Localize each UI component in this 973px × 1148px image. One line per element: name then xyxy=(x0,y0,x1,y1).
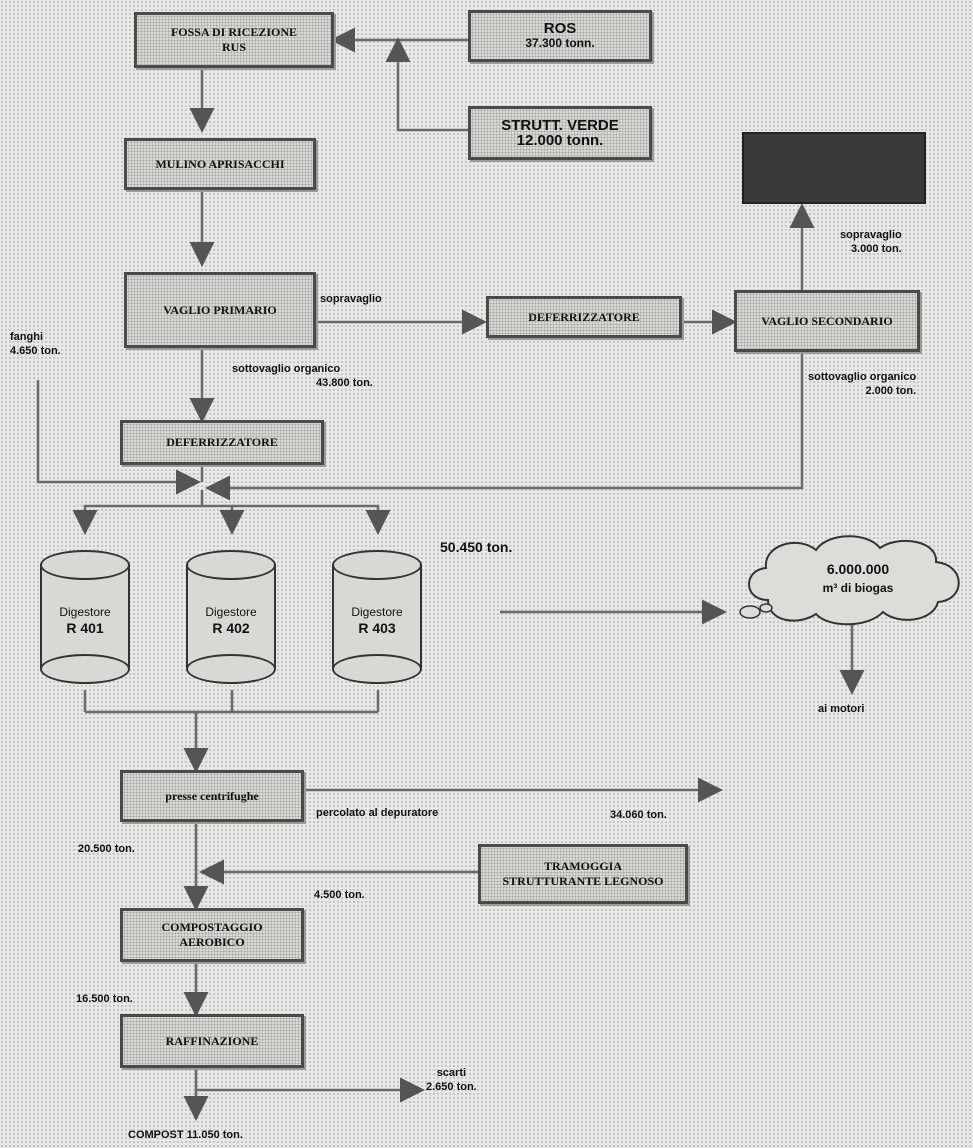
sottovaglio-prim-line-1: sottovaglio organico xyxy=(232,363,341,375)
biogas-unit: m³ di biogas xyxy=(822,581,894,595)
presse-centrifughe-box: presse centrifughe xyxy=(120,770,304,822)
deferr-left-label: DEFERRIZZATORE xyxy=(166,435,278,449)
sopravaglio-secondario-label: sopravaglio 3.000 ton. xyxy=(840,228,902,256)
digestore-id: R 402 xyxy=(212,620,250,636)
compostaggio-line-2: AEROBICO xyxy=(179,935,245,949)
sopravaglio-primario-label: sopravaglio xyxy=(320,293,382,305)
fossa-line-2: RUS xyxy=(221,40,246,54)
biogas-qty: 6.000.000 xyxy=(826,561,890,577)
vaglio-secondario-box: VAGLIO SECONDARIO xyxy=(734,290,920,352)
raffinazione-label: RAFFINAZIONE xyxy=(165,1033,259,1048)
digestore-id: R 401 xyxy=(66,620,104,636)
tramoggia-line-2: STRUTTURANTE LEGNOSO xyxy=(502,874,664,888)
fossa-ricezione-box: FOSSA DI RICEZIONE RUS xyxy=(134,12,334,68)
sottovaglio-prim-line-2: 43.800 ton. xyxy=(316,377,373,389)
motori-label: ai motori xyxy=(818,703,865,715)
vaglio-primario-label: VAGLIO PRIMARIO xyxy=(163,302,277,317)
deferrizzatore-top-box: DEFERRIZZATORE xyxy=(486,296,682,338)
sottovaglio-secondario-label: sottovaglio organico 2.000 ton. xyxy=(808,370,916,398)
sottovaglio-primario-label: sottovaglio organico 43.800 ton. xyxy=(232,362,373,390)
scarti-line-1: scarti xyxy=(436,1067,467,1079)
mulino-box: MULINO APRISACCHI xyxy=(124,138,316,190)
sopravaglio-sec-line-1: sopravaglio xyxy=(840,229,902,241)
digestori-total-label: 50.450 ton. xyxy=(440,539,513,555)
digestore-name: Digestore xyxy=(205,605,257,619)
deferrizzatore-left-box: DEFERRIZZATORE xyxy=(120,420,324,465)
strutt-verde-box: STRUTT. VERDE 12.000 tonn. xyxy=(468,106,652,160)
rsu-line-1: ROS xyxy=(543,20,577,37)
digestore-r401: Digestore R 401 xyxy=(40,550,130,684)
sottovaglio-sec-line-1: sottovaglio organico xyxy=(808,371,917,383)
after-presse-label: 20.500 ton. xyxy=(78,843,135,855)
scarti-label: scarti 2.650 ton. xyxy=(426,1066,477,1094)
percolato-qty-label: 34.060 ton. xyxy=(610,809,667,821)
raffinazione-box: RAFFINAZIONE xyxy=(120,1014,304,1068)
digestore-r402: Digestore R 402 xyxy=(186,550,276,684)
digestore-name: Digestore xyxy=(59,605,111,619)
fanghi-line-2: 4.650 ton. xyxy=(10,345,61,357)
digestore-id: R 403 xyxy=(358,620,396,636)
deferr-top-label: DEFERRIZZATORE xyxy=(528,309,640,324)
sopravaglio-output-box xyxy=(742,132,926,204)
strutturante-qty-label: 4.500 ton. xyxy=(314,889,365,901)
digestore-r403: Digestore R 403 xyxy=(332,550,422,684)
scarti-line-2: 2.650 ton. xyxy=(426,1081,477,1093)
tramoggia-line-1: TRAMOGGIA xyxy=(544,859,622,873)
compost-output-label: COMPOST 11.050 ton. xyxy=(128,1129,243,1141)
percolato-label: percolato al depuratore xyxy=(316,807,439,819)
digestore-name: Digestore xyxy=(351,605,403,619)
fanghi-label: fanghi 4.650 ton. xyxy=(10,330,61,358)
vaglio-primario-box: VAGLIO PRIMARIO xyxy=(124,272,316,348)
sottovaglio-sec-line-2: 2.000 ton. xyxy=(865,385,917,397)
strutt-line-1: STRUTT. VERDE xyxy=(501,117,619,134)
cloud-shape xyxy=(739,535,960,626)
rsu-line-2: 37.300 tonn. xyxy=(525,36,595,50)
rsu-input-box: ROS 37.300 tonn. xyxy=(468,10,652,62)
strutt-line-2: 12.000 tonn. xyxy=(516,132,604,149)
presse-label: presse centrifughe xyxy=(165,788,259,803)
fanghi-line-1: fanghi xyxy=(10,331,43,343)
compostaggio-box: COMPOSTAGGIO AEROBICO xyxy=(120,908,304,962)
vaglio-secondario-label: VAGLIO SECONDARIO xyxy=(761,313,893,328)
tramoggia-box: TRAMOGGIA STRUTTURANTE LEGNOSO xyxy=(478,844,688,904)
mulino-label: MULINO APRISACCHI xyxy=(155,156,285,171)
compostaggio-line-1: COMPOSTAGGIO xyxy=(161,920,263,934)
after-compost-label: 16.500 ton. xyxy=(76,993,133,1005)
sopravaglio-sec-line-2: 3.000 ton. xyxy=(851,243,902,255)
fossa-line-1: FOSSA DI RICEZIONE xyxy=(170,25,298,39)
biogas-cloud: 6.000.000 m³ di biogas xyxy=(738,530,968,630)
